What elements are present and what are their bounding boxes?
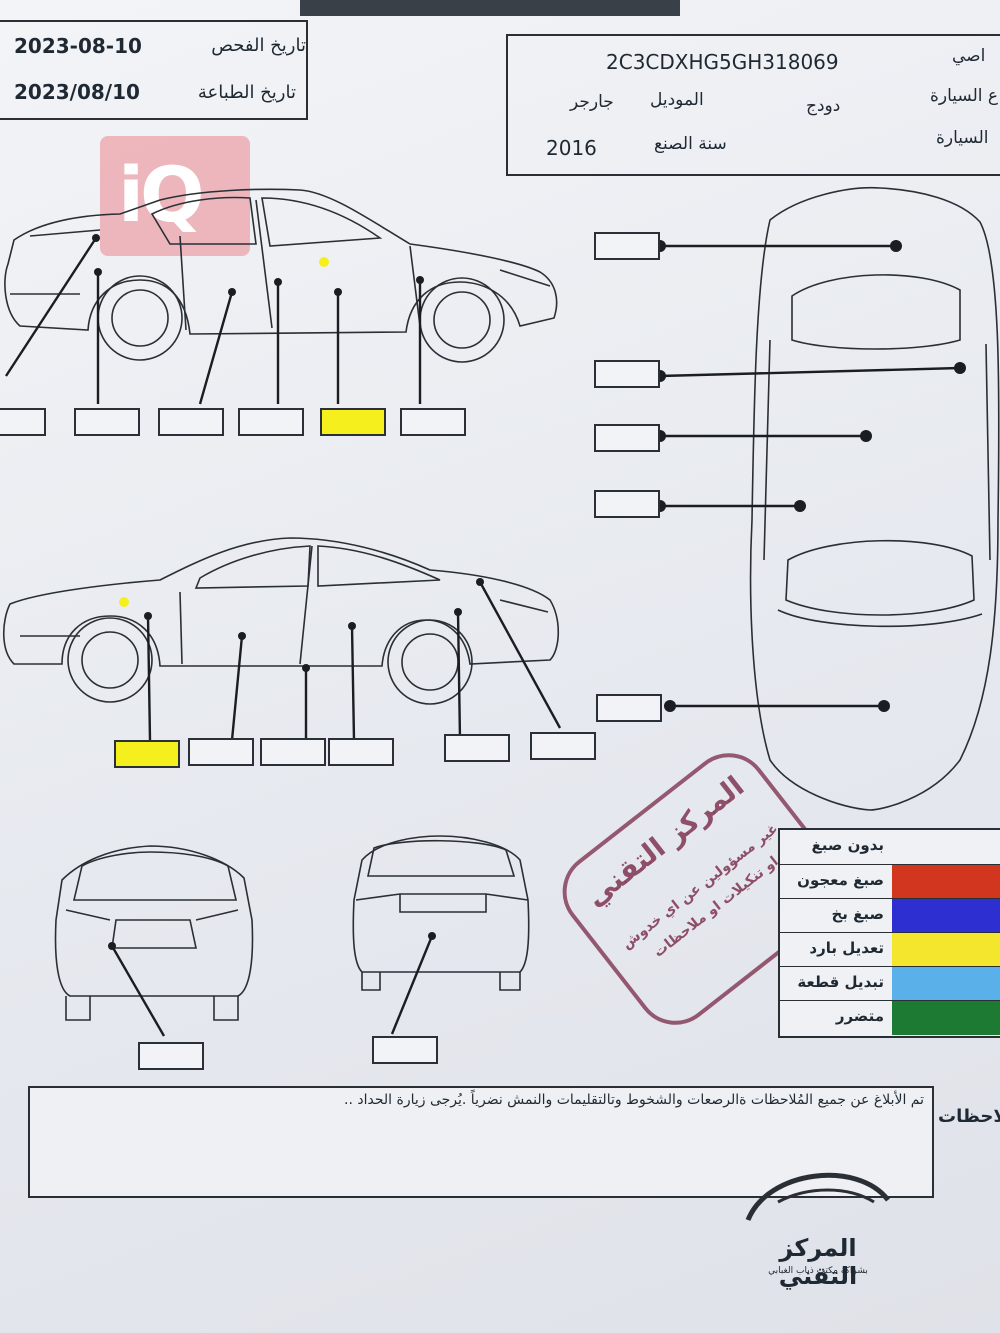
notes-box[interactable]: تم الأبلاغ عن جميع المُلاحظات ةالرصعات و…	[28, 1086, 934, 1198]
legend-row: صبغ بخ	[780, 898, 1000, 933]
cell-trunk-side[interactable]	[530, 732, 596, 760]
legend-swatch-lightblue	[892, 967, 1000, 1001]
cell-rear-door-lower[interactable]	[158, 408, 224, 436]
date-box	[0, 20, 308, 120]
right-side-view	[4, 188, 558, 363]
legend-row: متضرر	[780, 1000, 1000, 1035]
legend-row: صبغ معجون	[780, 864, 1000, 899]
center-logo: المركز التقني بشراكة مكتب ذياب الغبابي	[738, 1150, 898, 1290]
type-label: ع السيارة	[930, 86, 999, 106]
rear-view	[352, 835, 530, 991]
print-date-value: 2023/08/10	[14, 80, 140, 104]
cell-front-door-right[interactable]	[320, 408, 386, 436]
color-label: السيارة	[936, 128, 989, 148]
legend-row-none: بدون صبغ	[780, 830, 1000, 864]
cell-hood[interactable]	[596, 694, 662, 722]
left-side-view	[2, 537, 560, 705]
legend-swatch-blue	[892, 899, 1000, 933]
damage-dot-rear-door	[319, 257, 329, 267]
legend-swatch-green	[892, 1001, 1000, 1035]
cell-front-fender-left[interactable]	[114, 740, 180, 768]
cell-rear-door[interactable]	[238, 408, 304, 436]
legend-row: تعديل بارد	[780, 932, 1000, 967]
car-swoosh-icon	[745, 1172, 890, 1222]
color-legend: بدون صبغ صبغ معجون صبغ بخ تعديل بارد تبد…	[778, 828, 1000, 1038]
year-value: 2016	[546, 136, 597, 160]
cell-roof-front[interactable]	[594, 490, 660, 518]
model-label: الموديل	[650, 90, 704, 110]
cell-rear-quarter-left[interactable]	[444, 734, 510, 762]
vin-value: 2C3CDXHG5GH318069	[606, 50, 839, 74]
notes-text: تم الأبلاغ عن جميع المُلاحظات ةالرصعات و…	[344, 1092, 924, 1108]
legend-label: بدون صبغ	[811, 836, 884, 854]
cell-roof-rear[interactable]	[594, 360, 660, 388]
legend-row: تبديل قطعة	[780, 966, 1000, 1001]
legend-swatch-yellow	[892, 933, 1000, 967]
owner-label: اصي	[952, 46, 986, 66]
top-view	[749, 186, 1000, 811]
cell-rear-quarter[interactable]	[74, 408, 140, 436]
damage-dot-front-fender	[119, 597, 129, 607]
notes-label: لاحظات	[938, 1106, 1000, 1127]
cell-rocker-left[interactable]	[260, 738, 326, 766]
year-label: سنة الصنع	[654, 134, 727, 154]
model-value: جارجر	[570, 92, 614, 112]
front-view	[54, 845, 254, 1021]
print-date-label: تاريخ الطباعة	[197, 82, 296, 103]
cell-rear-door-left[interactable]	[328, 738, 394, 766]
inspection-date-value: 2023-08-10	[14, 34, 142, 58]
cell-rear-bumper[interactable]	[372, 1036, 438, 1064]
cell-front-bumper[interactable]	[138, 1042, 204, 1070]
make-value: دودج	[806, 96, 841, 116]
cell-trunk-lid[interactable]	[594, 232, 660, 260]
cell-roof[interactable]	[594, 424, 660, 452]
legend-swatch-red	[892, 865, 1000, 899]
vehicle-info-box	[506, 34, 1000, 176]
cell-rear-bumper-side[interactable]	[0, 408, 46, 436]
header-photo-strip	[300, 0, 680, 16]
cell-front-door-left[interactable]	[188, 738, 254, 766]
inspection-date-label: تاريخ الفحص	[211, 35, 306, 56]
cell-front-fender-right[interactable]	[400, 408, 466, 436]
